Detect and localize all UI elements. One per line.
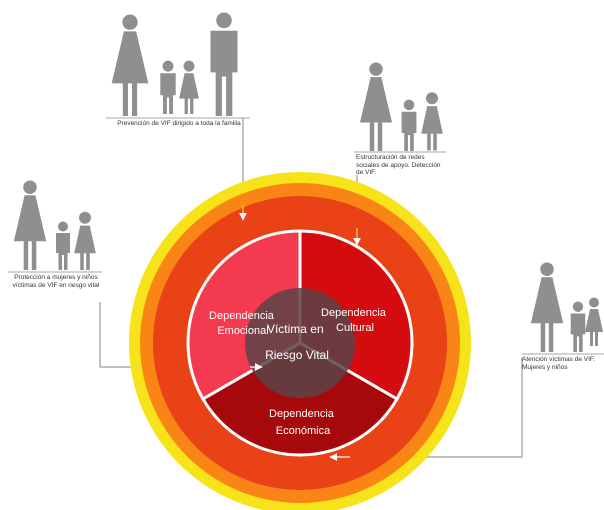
segment-cultural-label: Dependencia Cultural — [321, 307, 389, 334]
woman-figure-icon — [111, 14, 149, 116]
segment-emocional-label: Dependencia Emocional — [209, 310, 277, 337]
child-boy-figure-icon — [401, 99, 417, 151]
center-label-line2: Riesgo Vital — [265, 348, 329, 362]
segment-cultural-line2: Cultural — [336, 322, 374, 334]
woman-figure-icon — [13, 180, 47, 270]
family-group-left — [13, 180, 96, 270]
center-label-line1: Víctima en — [267, 322, 324, 336]
center-hub — [245, 288, 355, 398]
segment-emocional-line2: Emocional — [217, 325, 268, 337]
caption-prevencion: Prevención de VIF dirigido a toda la fam… — [117, 120, 241, 127]
center-label: Víctima en Riesgo Vital — [265, 322, 329, 362]
child-girl-figure-icon — [74, 211, 96, 270]
child-boy-figure-icon — [160, 60, 176, 114]
segment-economica-line2: Económica — [276, 425, 331, 437]
family-group-top — [111, 12, 238, 116]
child-girl-figure-icon — [585, 297, 603, 346]
segment-cultural-line1: Dependencia — [321, 307, 387, 319]
family-group-right-top — [359, 62, 443, 151]
woman-figure-icon — [359, 62, 393, 151]
child-girl-figure-icon — [421, 92, 443, 151]
family-group-right — [530, 262, 603, 352]
child-boy-figure-icon — [570, 301, 586, 352]
segment-economica-label: Dependencia Económica — [269, 408, 337, 437]
segment-economica — [201, 341, 399, 457]
woman-figure-icon — [530, 262, 564, 352]
child-girl-figure-icon — [179, 60, 199, 114]
caption-estructuracion: Estructuración de redes sociales de apoy… — [356, 154, 441, 176]
child-boy-figure-icon — [56, 221, 70, 270]
segment-emocional-line1: Dependencia — [209, 310, 275, 322]
segment-economica-line1: Dependencia — [269, 408, 335, 420]
caption-proteccion: Protección a mujeres y niños víctimas de… — [12, 274, 100, 289]
man-figure-icon — [210, 12, 238, 116]
caption-atencion: Atención víctimas de VIF. Mujeres y niño… — [522, 356, 595, 371]
